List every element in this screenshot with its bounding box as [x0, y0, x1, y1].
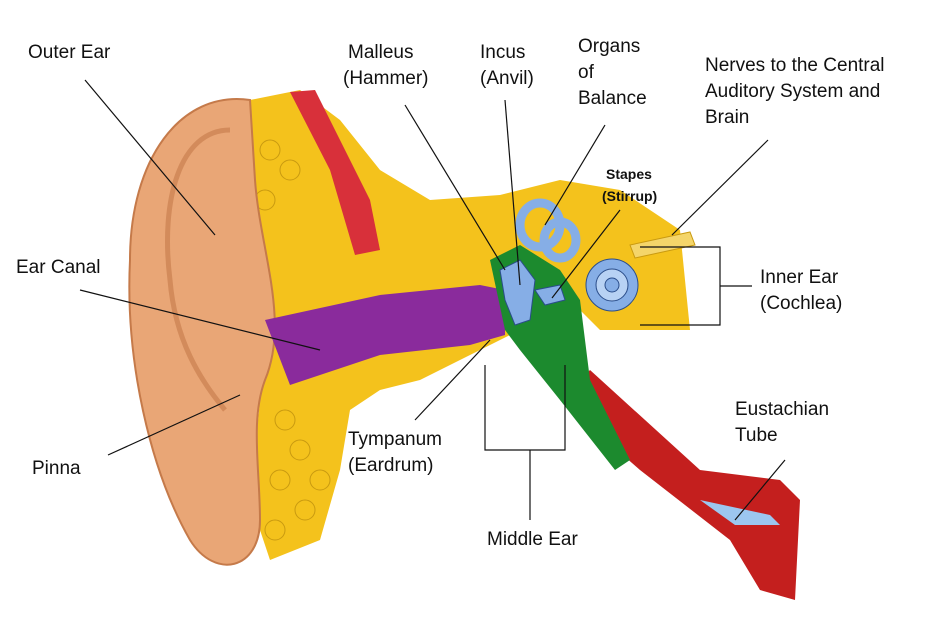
label-ear-canal: Ear Canal	[16, 257, 101, 278]
label-balance-line2: of	[578, 62, 594, 83]
label-nerves-line2: Auditory System and	[705, 81, 881, 102]
cochlea-shape	[585, 258, 639, 312]
label-inner-ear-line2: (Cochlea)	[760, 293, 843, 314]
label-middle-ear: Middle Ear	[487, 529, 578, 550]
ossicles	[499, 259, 536, 326]
label-nerves-line3: Brain	[705, 107, 750, 128]
label-tympanum-line2: (Eardrum)	[348, 455, 434, 476]
label-tympanum: Tympanum (Eardrum)	[348, 427, 442, 479]
label-balance-line1: Organs	[578, 36, 641, 57]
label-eustachian-line2: Tube	[735, 425, 778, 446]
label-outer-ear: Outer Ear	[28, 42, 111, 63]
label-eustachian-line1: Eustachian	[735, 399, 830, 420]
label-organs-of-balance: Organs of Balance	[578, 34, 647, 112]
label-nerves-line1: Nerves to the Central	[705, 55, 885, 76]
label-stapes: Stapes (Stirrup)	[602, 163, 657, 207]
label-incus-line1: Incus	[480, 42, 526, 63]
label-pinna: Pinna	[32, 458, 81, 479]
label-inner-ear-line1: Inner Ear	[760, 267, 839, 288]
label-incus-line2: (Anvil)	[480, 68, 534, 89]
label-balance-line3: Balance	[578, 88, 647, 109]
label-malleus-line1: Malleus	[348, 42, 414, 63]
muscle-strip	[290, 90, 380, 255]
label-malleus: Malleus (Hammer)	[343, 40, 429, 92]
semicircular-canals	[515, 198, 581, 263]
pinna-shape	[128, 98, 276, 566]
label-incus: Incus (Anvil)	[480, 40, 534, 92]
label-nerves: Nerves to the Central Auditory System an…	[705, 53, 885, 131]
label-inner-ear: Inner Ear (Cochlea)	[760, 265, 842, 317]
ear-canal-shape	[265, 285, 505, 385]
label-stapes-line1: Stapes	[606, 166, 652, 182]
pointer-lines	[79, 79, 786, 521]
label-malleus-line2: (Hammer)	[343, 68, 429, 89]
eustachian-tube-highlight	[700, 500, 780, 525]
label-tympanum-line1: Tympanum	[348, 429, 442, 450]
label-eustachian-tube: Eustachian Tube	[735, 397, 829, 449]
label-stapes-line2: (Stirrup)	[602, 188, 658, 204]
eustachian-tube	[560, 370, 800, 600]
